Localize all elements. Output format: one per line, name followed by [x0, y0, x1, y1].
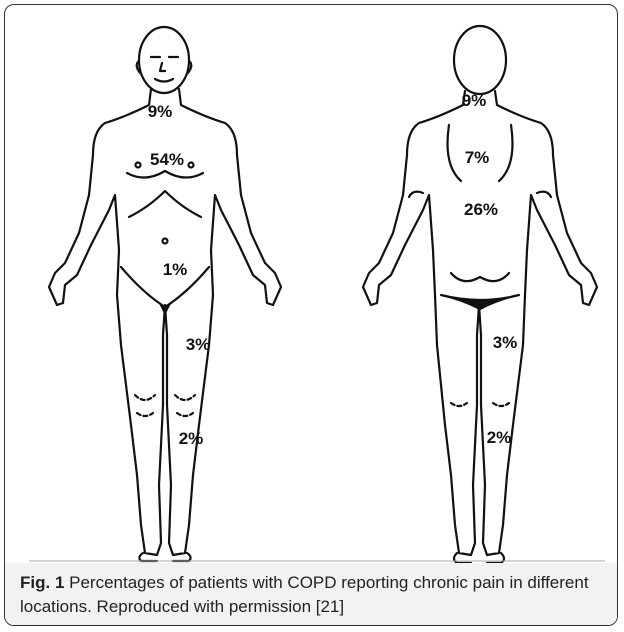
- front-neck-percentage: 9%: [148, 102, 173, 121]
- body-diagram: 9% 54% 1% 3% 2% 9% 7% 26% 3% 2%: [5, 5, 617, 565]
- figure-panel: 9% 54% 1% 3% 2% 9% 7% 26% 3% 2% Fig. 1 P…: [4, 4, 618, 626]
- figure-caption: Fig. 1 Percentages of patients with COPD…: [5, 563, 617, 625]
- back-thigh-percentage: 3%: [493, 333, 518, 352]
- front-lower-leg-percentage: 2%: [179, 429, 204, 448]
- figure-caption-text: Percentages of patients with COPD report…: [20, 573, 589, 616]
- back-neck-percentage: 9%: [462, 91, 487, 110]
- back-lower-leg-percentage: 2%: [487, 428, 512, 447]
- front-chest-percentage: 54%: [150, 150, 184, 169]
- back-mid-back-percentage: 26%: [464, 200, 498, 219]
- figure-label: Fig. 1: [20, 573, 64, 592]
- front-thigh-percentage: 3%: [186, 335, 211, 354]
- back-upper-back-percentage: 7%: [465, 148, 490, 167]
- front-abdomen-percentage: 1%: [163, 260, 188, 279]
